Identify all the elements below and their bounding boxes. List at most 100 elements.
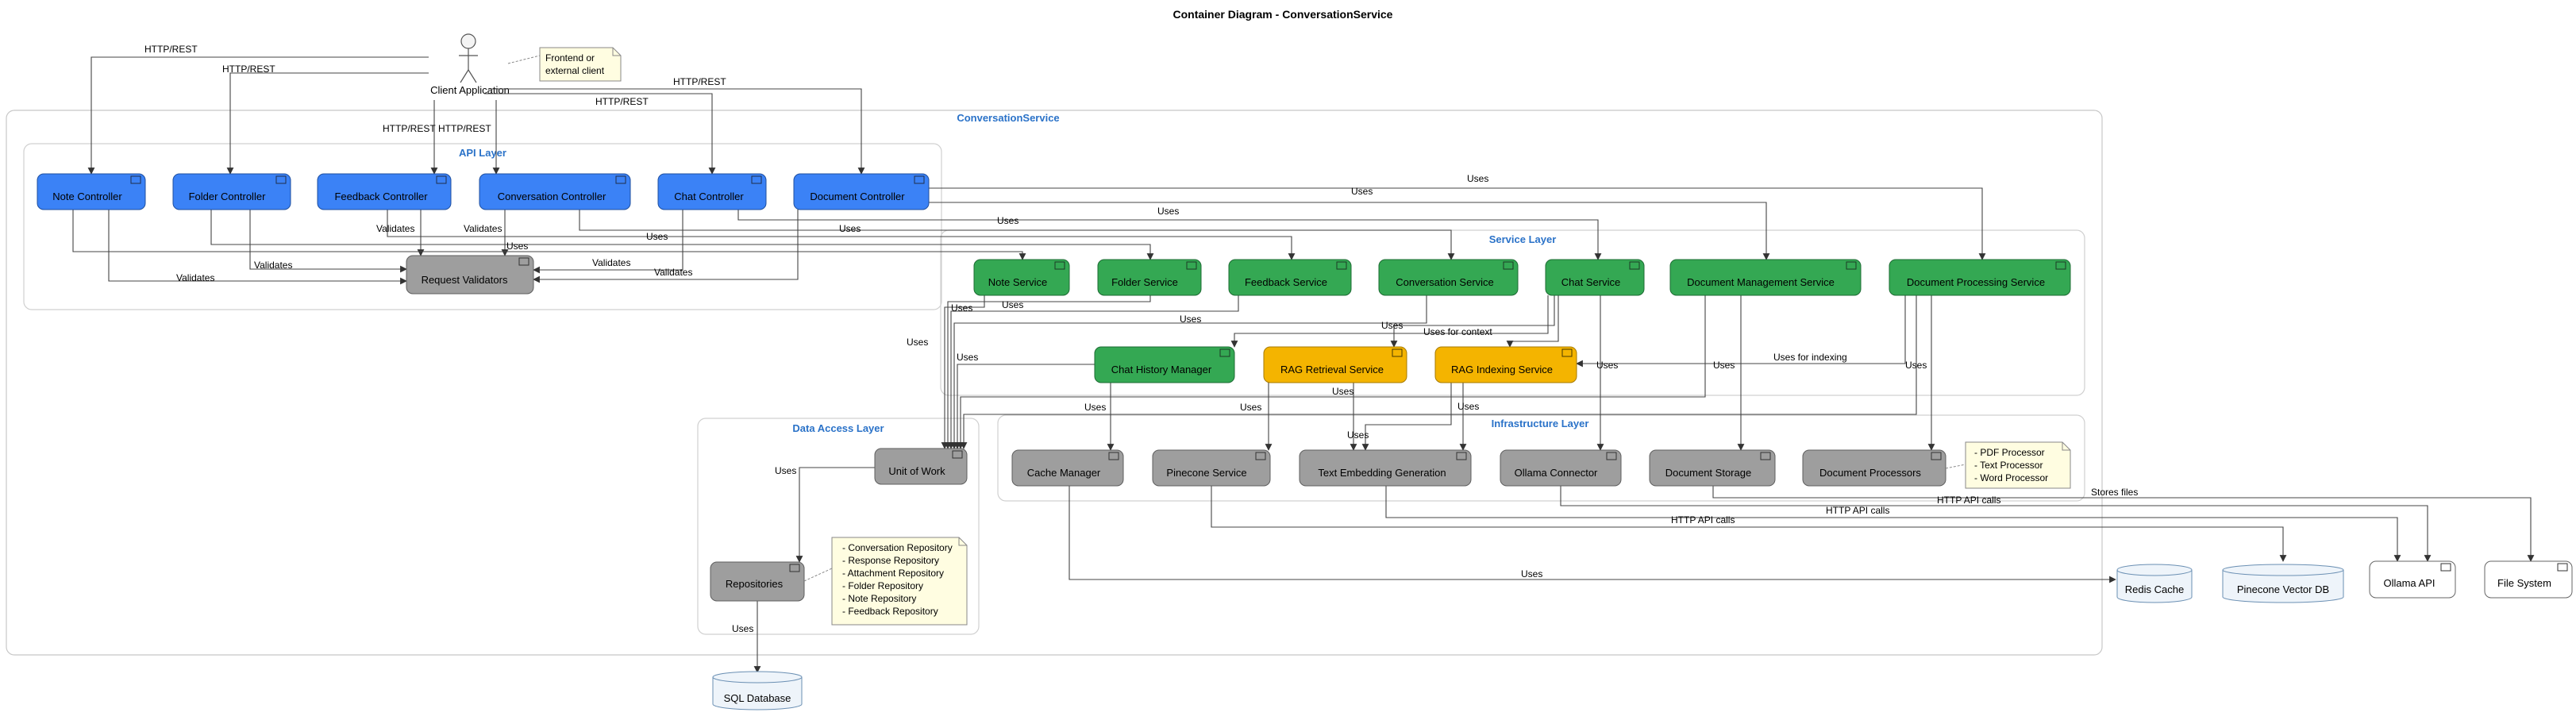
note-service-label: Note Service bbox=[988, 276, 1047, 288]
pinecone-vector-db-label: Pinecone Vector DB bbox=[2237, 583, 2329, 595]
boundary-infra-title: Infrastructure Layer bbox=[1492, 418, 1589, 429]
client-actor-label: Client Application bbox=[430, 84, 510, 96]
note-service[interactable]: Note Service bbox=[973, 259, 1070, 296]
pinecone-vector-db[interactable]: Pinecone Vector DB bbox=[2222, 564, 2344, 603]
chat-history-manager[interactable]: Chat History Manager bbox=[1094, 346, 1235, 383]
rag-indexing-service[interactable]: RAG Indexing Service bbox=[1434, 346, 1577, 383]
sql-database[interactable]: SQL Database bbox=[712, 671, 803, 710]
edge-label: Uses bbox=[1905, 360, 1927, 371]
conversation-controller-label: Conversation Controller bbox=[498, 191, 606, 202]
client-note: Frontend or external client bbox=[507, 47, 622, 82]
chat-controller[interactable]: Chat Controller bbox=[657, 173, 767, 210]
client-actor: Client Application bbox=[430, 33, 510, 96]
folder-service[interactable]: Folder Service bbox=[1097, 259, 1202, 296]
rag-retrieval-service[interactable]: RAG Retrieval Service bbox=[1263, 346, 1407, 383]
edge-label: Uses bbox=[1157, 206, 1179, 217]
edge-label: HTTP API calls bbox=[1937, 495, 2000, 506]
edge-label: Uses bbox=[907, 337, 928, 348]
document-processors[interactable]: Document Processors bbox=[1802, 449, 1946, 487]
unit-of-work[interactable]: Unit of Work bbox=[874, 448, 968, 485]
pinecone-service[interactable]: Pinecone Service bbox=[1152, 449, 1271, 487]
document-controller-label: Document Controller bbox=[810, 191, 905, 202]
document-storage[interactable]: Document Storage bbox=[1649, 449, 1776, 487]
pinecone-service-label: Pinecone Service bbox=[1166, 467, 1246, 479]
file-system-label: File System bbox=[2497, 577, 2551, 589]
feedback-service[interactable]: Feedback Service bbox=[1228, 259, 1352, 296]
boundary-service-title: Service Layer bbox=[1489, 233, 1557, 245]
edge-label: Validates bbox=[654, 267, 692, 278]
client-note-line-1: Frontend or bbox=[545, 52, 595, 64]
edge-label: HTTP/REST bbox=[383, 123, 436, 134]
edge-label: Uses bbox=[1713, 360, 1735, 371]
edge-label: Stores files bbox=[2091, 487, 2138, 498]
repositories[interactable]: Repositories bbox=[710, 561, 805, 602]
text-embedding-generation-label: Text Embedding Generation bbox=[1318, 467, 1446, 479]
processors-note-line: - Text Processor bbox=[1974, 460, 2043, 471]
repositories-note-line: - Feedback Repository bbox=[842, 606, 938, 617]
edge-label: HTTP/REST bbox=[438, 123, 491, 134]
chat-history-manager-label: Chat History Manager bbox=[1111, 364, 1212, 375]
request-validators-label: Request Validators bbox=[422, 274, 508, 286]
cache-manager-label: Cache Manager bbox=[1027, 467, 1101, 479]
document-controller[interactable]: Document Controller bbox=[793, 173, 930, 210]
repositories-note-line: - Conversation Repository bbox=[842, 542, 953, 553]
document-processing-service-label: Document Processing Service bbox=[1907, 276, 2045, 288]
folder-controller[interactable]: Folder Controller bbox=[172, 173, 291, 210]
edge-label: Uses bbox=[732, 623, 753, 634]
document-processing-service[interactable]: Document Processing Service bbox=[1889, 259, 2071, 296]
edge-label: Uses bbox=[1084, 402, 1106, 413]
edge-label: Validates bbox=[464, 223, 502, 234]
chat-service[interactable]: Chat Service bbox=[1545, 259, 1645, 296]
document-management-service[interactable]: Document Management Service bbox=[1669, 259, 1862, 296]
edge-label: Uses bbox=[1457, 401, 1479, 412]
chat-service-label: Chat Service bbox=[1561, 276, 1620, 288]
edge-label: HTTP/REST bbox=[222, 64, 275, 75]
request-validators[interactable]: Request Validators bbox=[406, 255, 534, 295]
repositories-note-line: - Note Repository bbox=[842, 593, 916, 604]
edge-label: HTTP/REST bbox=[144, 44, 198, 55]
edge-label: HTTP API calls bbox=[1826, 505, 1889, 516]
feedback-controller[interactable]: Feedback Controller bbox=[317, 173, 452, 210]
conversation-service[interactable]: Conversation Service bbox=[1378, 259, 1519, 296]
document-management-service-label: Document Management Service bbox=[1687, 276, 1835, 288]
diagram-title: Container Diagram - ConversationService bbox=[1173, 8, 1393, 21]
edge-label: Uses bbox=[1332, 386, 1353, 397]
rag-retrieval-service-label: RAG Retrieval Service bbox=[1280, 364, 1384, 375]
edge-label: Uses bbox=[1596, 360, 1618, 371]
redis-cache[interactable]: Redis Cache bbox=[2116, 564, 2193, 603]
edge-label: Uses for indexing bbox=[1773, 352, 1847, 363]
edge-label: Uses bbox=[951, 302, 972, 314]
edge-label: Validates bbox=[254, 260, 292, 271]
note-controller[interactable]: Note Controller bbox=[37, 173, 146, 210]
edge-label: Uses bbox=[1351, 186, 1373, 197]
edge-labels: HTTP/REST HTTP/REST HTTP/REST HTTP/REST … bbox=[144, 44, 2138, 634]
edge-label: Validates bbox=[376, 223, 414, 234]
document-storage-label: Document Storage bbox=[1665, 467, 1751, 479]
folder-service-label: Folder Service bbox=[1111, 276, 1178, 288]
ollama-connector-label: Ollama Connector bbox=[1515, 467, 1598, 479]
boundary-data-title: Data Access Layer bbox=[792, 422, 884, 434]
boundary-system-title: ConversationService bbox=[957, 112, 1059, 124]
cache-manager[interactable]: Cache Manager bbox=[1011, 449, 1124, 487]
edge-label: Uses bbox=[506, 241, 528, 252]
conversation-controller[interactable]: Conversation Controller bbox=[479, 173, 631, 210]
edge-label: Uses bbox=[1467, 173, 1488, 184]
boundary-data: Data Access Layer bbox=[697, 418, 980, 635]
edge-label: Uses bbox=[1381, 320, 1403, 331]
processors-note-line: - PDF Processor bbox=[1974, 447, 2045, 458]
edge-label: Uses bbox=[839, 223, 861, 234]
chat-controller-label: Chat Controller bbox=[674, 191, 744, 202]
repositories-note: - Conversation Repository - Response Rep… bbox=[803, 537, 968, 626]
edge-label: Uses bbox=[1180, 314, 1201, 325]
edge-label: Validates bbox=[176, 272, 214, 283]
ollama-api[interactable]: Ollama API bbox=[2369, 560, 2456, 599]
edge-label: Uses bbox=[1240, 402, 1261, 413]
edges bbox=[72, 56, 2535, 673]
redis-cache-label: Redis Cache bbox=[2125, 583, 2184, 595]
edge-label: HTTP/REST bbox=[595, 96, 649, 107]
text-embedding-generation[interactable]: Text Embedding Generation bbox=[1299, 449, 1472, 487]
ollama-connector[interactable]: Ollama Connector bbox=[1500, 449, 1622, 487]
edge-label: Uses bbox=[1002, 299, 1023, 310]
file-system[interactable]: File System bbox=[2484, 560, 2573, 599]
